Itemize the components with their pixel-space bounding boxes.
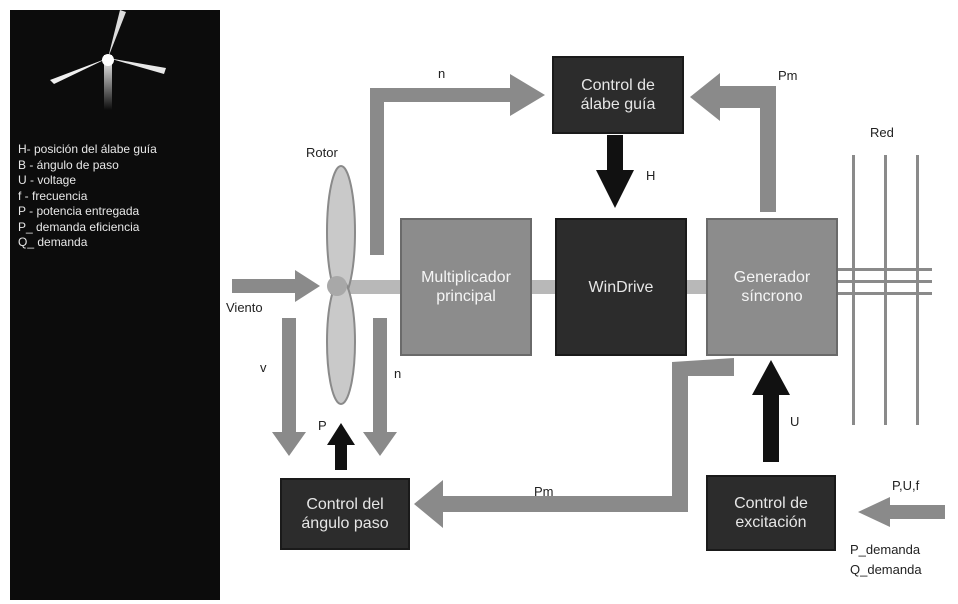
- n-top-arrow: [370, 74, 545, 255]
- grid-line: [884, 155, 887, 425]
- legend-item: U - voltage: [18, 173, 77, 187]
- control-angulo-paso-block: Control del ángulo paso: [280, 478, 410, 550]
- p-demanda-label: P_demanda: [850, 542, 921, 557]
- grid-connection: [834, 268, 932, 271]
- windrive-block: WinDrive: [555, 218, 687, 356]
- legend-item: Q_ demanda: [18, 235, 88, 249]
- legend-item: H- posición del álabe guía: [18, 142, 157, 156]
- legend-panel: H- posición del álabe guía B - ángulo de…: [10, 10, 220, 600]
- p-label: P: [318, 418, 327, 433]
- red-label: Red: [870, 125, 894, 140]
- legend-item: P_ demanda eficiencia: [18, 219, 140, 234]
- grid-line: [916, 155, 919, 425]
- wind-turbine-icon: [50, 10, 166, 110]
- puf-arrow: [858, 497, 945, 527]
- rotor-label: Rotor: [306, 145, 338, 160]
- wind-arrow: [232, 270, 320, 302]
- legend-item: f - frecuencia: [18, 188, 88, 203]
- multiplicador-block: Multiplicador principal: [400, 218, 532, 356]
- grid-connection: [834, 292, 932, 295]
- puf-label: P,U,f: [892, 478, 920, 493]
- v-arrow: [272, 318, 306, 456]
- legend-item: P - potencia entregada: [18, 204, 140, 218]
- v-label: v: [260, 360, 267, 375]
- n-right-label: n: [394, 366, 402, 381]
- q-demanda-label: Q_demanda: [850, 562, 922, 577]
- legend-list: H- posición del álabe guía B - ángulo de…: [18, 142, 218, 251]
- h-label: H: [646, 168, 656, 183]
- rotor-icon: [326, 165, 356, 405]
- n-top-label: n: [438, 66, 446, 81]
- pm-bottom-arrow: [414, 358, 734, 528]
- u-label: U: [790, 414, 800, 429]
- control-excitacion-block: Control de excitación: [706, 475, 836, 551]
- h-arrow: [596, 135, 634, 208]
- n-right-arrow: [363, 318, 397, 456]
- pm-top-arrow: [690, 73, 776, 212]
- control-alabe-guia-block: Control de álabe guía: [552, 56, 684, 134]
- p-arrow: [327, 423, 355, 470]
- generador-block: Generador síncrono: [706, 218, 838, 356]
- pm-bottom-label: Pm: [534, 484, 554, 499]
- viento-label: Viento: [226, 300, 263, 315]
- grid-connection: [834, 280, 932, 283]
- legend-item: B - ángulo de paso: [18, 157, 119, 172]
- grid-line: [852, 155, 855, 425]
- u-arrow: [752, 360, 790, 462]
- pm-top-label: Pm: [778, 68, 798, 83]
